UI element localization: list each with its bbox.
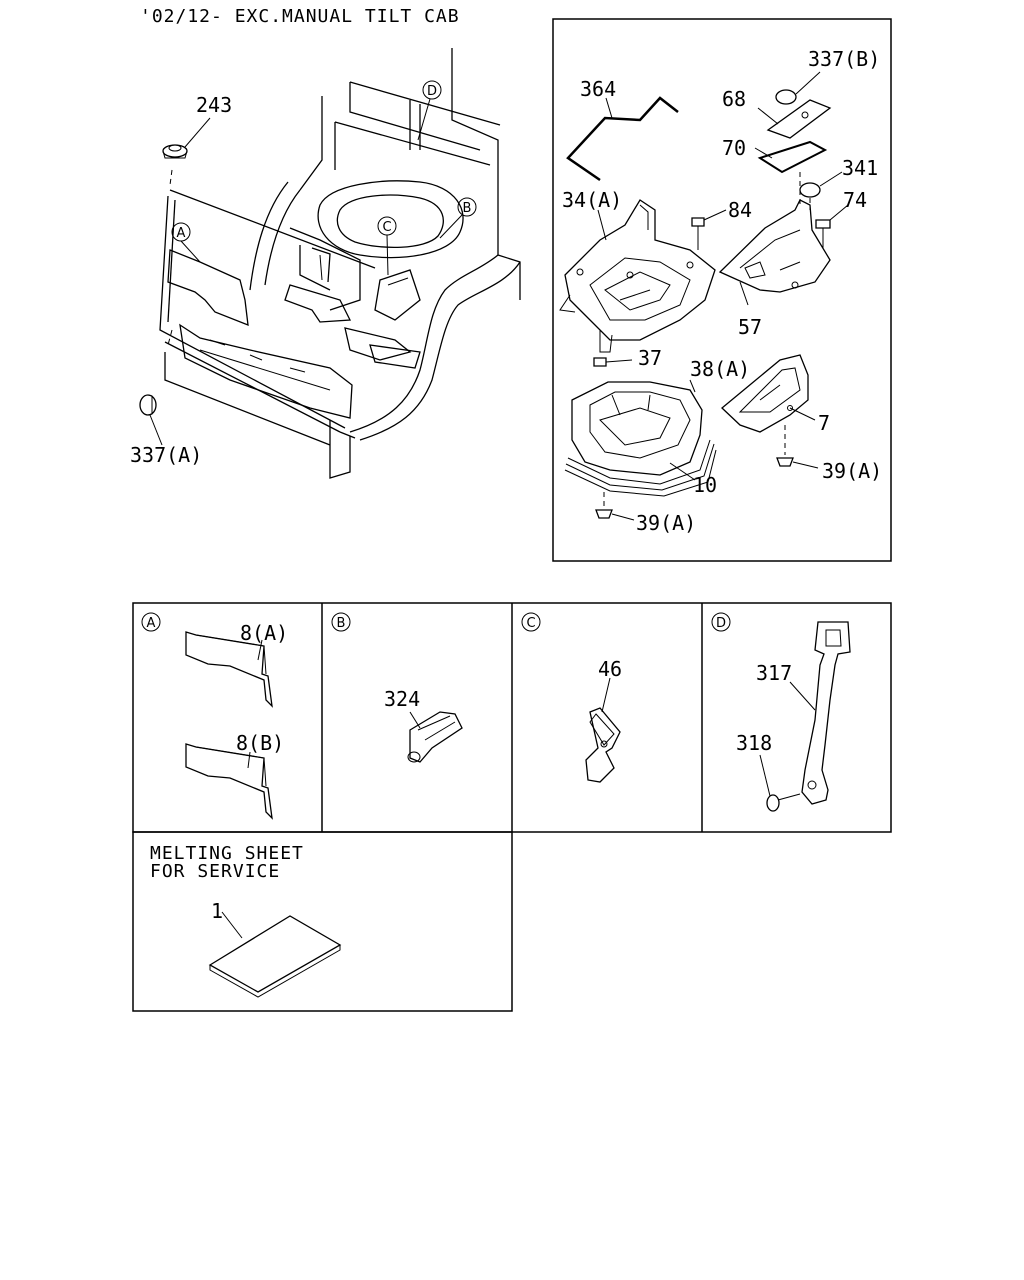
panel-c: C 46 [521, 612, 622, 783]
detail-box-frame [552, 18, 892, 562]
panel-a-letter: A [147, 616, 156, 631]
panel-b: B 324 [331, 612, 463, 763]
clip-324 [409, 711, 463, 763]
label-1: 1 [211, 899, 223, 923]
cover-34a [559, 199, 716, 353]
svg-text:D: D [427, 84, 437, 99]
strap-317 [801, 621, 851, 805]
label-46: 46 [598, 657, 622, 681]
panel-d: D 317 318 [711, 612, 851, 812]
svg-text:C: C [382, 220, 391, 235]
label-39a-bottom: 39(A) [636, 511, 696, 535]
label-243: 243 [196, 93, 232, 117]
clip-39a-right [776, 457, 794, 467]
svg-text:A: A [177, 226, 186, 241]
cab-floor-illustration [159, 48, 521, 479]
grommet-243 [162, 144, 188, 159]
wire-364 [566, 96, 679, 182]
bracket-7 [721, 354, 809, 433]
label-324: 324 [384, 687, 420, 711]
callout-d-main: D [417, 80, 442, 141]
label-68: 68 [722, 87, 746, 111]
clip-39a-bottom [595, 509, 613, 519]
label-337a: 337(A) [130, 443, 202, 467]
label-37: 37 [638, 346, 662, 370]
latch-46 [585, 707, 621, 783]
melting-sheet-line1: MELTING SHEET [150, 843, 304, 864]
label-8b: 8(B) [236, 731, 284, 755]
nut-37 [593, 357, 607, 367]
label-364: 364 [580, 77, 616, 101]
callout-a-main: A [171, 222, 201, 263]
label-8a: 8(A) [240, 621, 288, 645]
cover-57 [718, 199, 831, 293]
label-34a: 34(A) [562, 188, 622, 212]
panel-c-letter: C [526, 616, 535, 631]
label-7: 7 [818, 411, 830, 435]
label-74: 74 [843, 188, 867, 212]
label-57: 57 [738, 315, 762, 339]
label-10: 10 [693, 473, 717, 497]
cap-341 [799, 182, 821, 198]
panel-a: A 8(A) 8(B) [141, 612, 288, 820]
screw-318 [766, 794, 780, 812]
label-337b: 337(B) [808, 47, 880, 71]
bolt-84 [691, 217, 705, 227]
panel-38a-10 [564, 381, 717, 497]
melting-sheet-line2: FOR SERVICE [150, 861, 280, 882]
label-341: 341 [842, 156, 878, 180]
callout-b-main: B [439, 197, 477, 239]
label-70: 70 [722, 136, 746, 160]
callout-c-main: C [377, 216, 397, 276]
panel-b-letter: B [337, 616, 346, 631]
panel-melting-sheet: MELTING SHEET FOR SERVICE 1 [150, 843, 342, 998]
panel-grid-frame [132, 602, 892, 1012]
label-38a: 38(A) [690, 357, 750, 381]
diagram-title: '02/12- EXC.MANUAL TILT CAB [140, 6, 460, 27]
label-39a-right: 39(A) [822, 459, 882, 483]
insulator-8b [185, 743, 273, 820]
gasket-70 [757, 140, 828, 174]
plate-68 [766, 99, 832, 139]
plug-337a [139, 394, 157, 416]
label-84: 84 [728, 198, 752, 222]
panel-d-letter: D [716, 616, 726, 631]
bolt-74 [815, 219, 831, 229]
label-317: 317 [756, 661, 792, 685]
label-318: 318 [736, 731, 772, 755]
svg-text:B: B [463, 201, 472, 216]
cap-337b [775, 89, 797, 105]
